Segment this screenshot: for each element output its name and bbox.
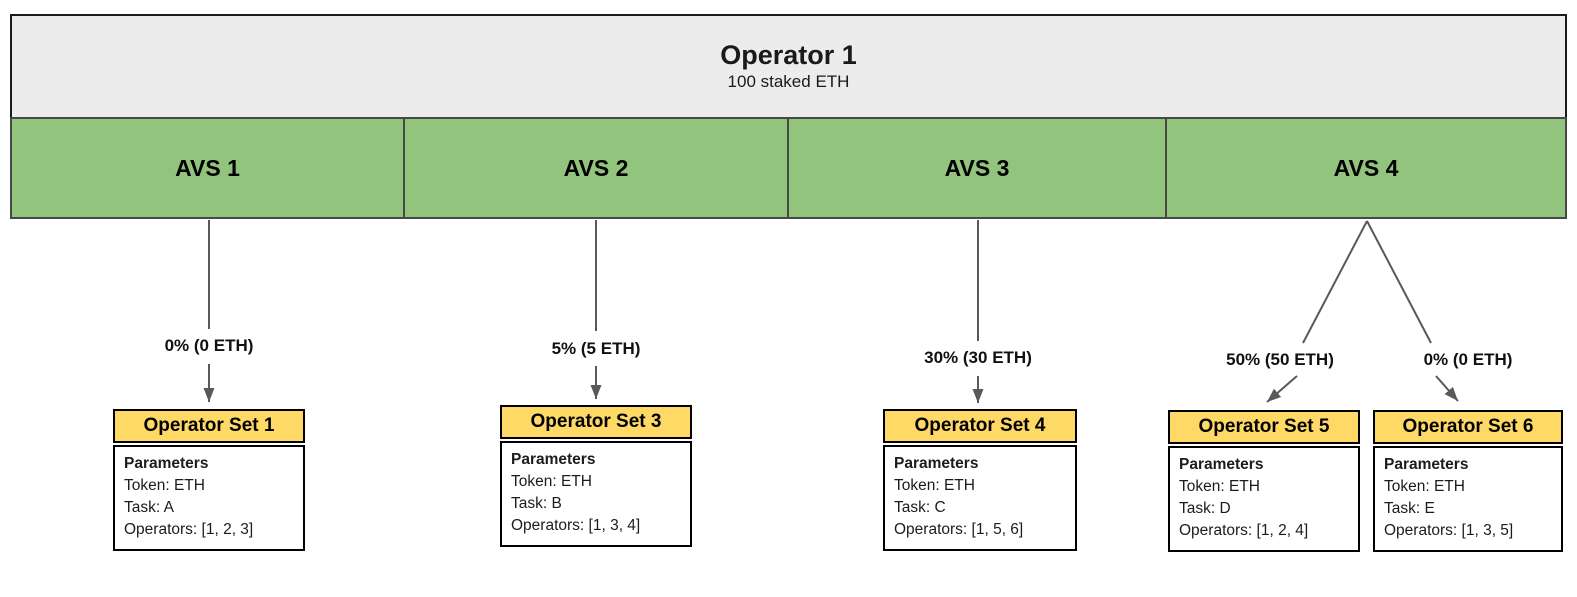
operator-set-4-body: Parameters Token: ETH Task: C Operators:… (883, 445, 1077, 551)
operator-set-box-6: Operator Set 6 Parameters Token: ETH Tas… (1373, 410, 1563, 552)
operator-set-5-title: Operator Set 5 (1168, 410, 1360, 444)
parameters-heading: Parameters (1384, 456, 1469, 473)
operator-set-box-3: Operator Set 3 Parameters Token: ETH Tas… (500, 405, 692, 547)
avs-band: AVS 1 AVS 2 AVS 3 AVS 4 (10, 117, 1567, 219)
token-line: Token: ETH (894, 477, 975, 494)
allocation-label-avs3: 30% (30 ETH) (924, 348, 1032, 367)
token-line: Token: ETH (1179, 478, 1260, 495)
operators-line: Operators: [1, 3, 4] (511, 517, 641, 534)
operators-line: Operators: [1, 2, 3] (124, 521, 254, 538)
operator-set-box-5: Operator Set 5 Parameters Token: ETH Tas… (1168, 410, 1360, 552)
operators-line: Operators: [1, 3, 5] (1384, 522, 1514, 539)
operator-set-6-body: Parameters Token: ETH Task: E Operators:… (1373, 446, 1563, 552)
task-line: Task: B (511, 495, 562, 512)
allocation-label-avs2: 5% (5 ETH) (551, 339, 641, 358)
allocation-label-avs1: 0% (0 ETH) (164, 336, 254, 355)
allocation-label-avs4-right: 0% (0 ETH) (1423, 350, 1513, 369)
task-line: Task: E (1384, 500, 1435, 517)
allocation-label-avs4-left: 50% (50 ETH) (1226, 350, 1334, 369)
operator-set-3-body: Parameters Token: ETH Task: B Operators:… (500, 441, 692, 547)
task-line: Task: D (1179, 500, 1231, 517)
parameters-heading: Parameters (1179, 456, 1264, 473)
avs-cell-1: AVS 1 (12, 119, 405, 217)
task-line: Task: C (894, 499, 946, 516)
operator-set-4-title: Operator Set 4 (883, 409, 1077, 443)
operator-set-6-title: Operator Set 6 (1373, 410, 1563, 444)
operators-line: Operators: [1, 2, 4] (1179, 522, 1309, 539)
operator-set-box-1: Operator Set 1 Parameters Token: ETH Tas… (113, 409, 305, 551)
avs-cell-4: AVS 4 (1167, 119, 1565, 217)
parameters-heading: Parameters (894, 455, 979, 472)
parameters-heading: Parameters (511, 451, 596, 468)
token-line: Token: ETH (1384, 478, 1465, 495)
token-line: Token: ETH (124, 477, 205, 494)
operators-line: Operators: [1, 5, 6] (894, 521, 1024, 538)
operator-set-5-body: Parameters Token: ETH Task: D Operators:… (1168, 446, 1360, 552)
task-line: Task: A (124, 499, 174, 516)
operator-stake-subtitle: 100 staked ETH (727, 72, 850, 92)
token-line: Token: ETH (511, 473, 592, 490)
operator-set-1-body: Parameters Token: ETH Task: A Operators:… (113, 445, 305, 551)
operator-set-3-title: Operator Set 3 (500, 405, 692, 439)
avs-cell-2: AVS 2 (405, 119, 789, 217)
parameters-heading: Parameters (124, 455, 209, 472)
operator-box: Operator 1 100 staked ETH (10, 14, 1567, 119)
operator-title: Operator 1 (720, 40, 857, 71)
operator-set-box-4: Operator Set 4 Parameters Token: ETH Tas… (883, 409, 1077, 551)
operator-set-1-title: Operator Set 1 (113, 409, 305, 443)
avs-cell-3: AVS 3 (789, 119, 1167, 217)
